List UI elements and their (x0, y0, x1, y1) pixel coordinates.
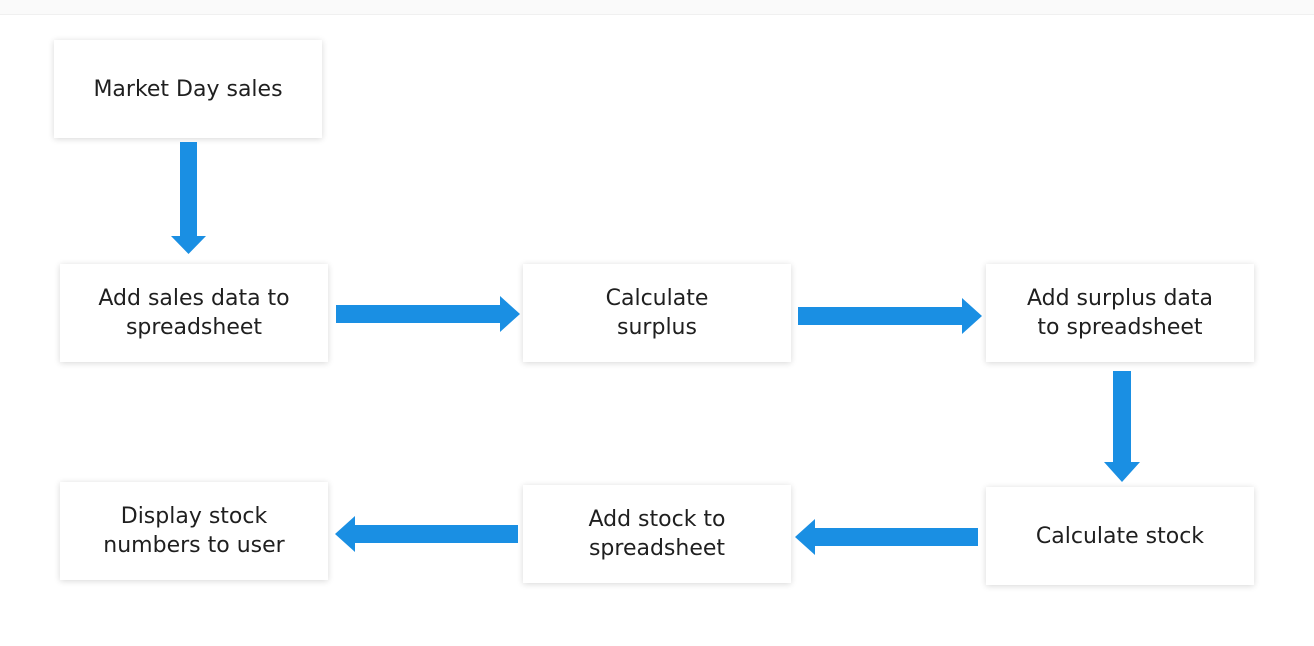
node-label: Add sales data to spreadsheet (98, 286, 290, 340)
node-calculate-stock: Calculate stock (986, 487, 1254, 585)
node-label: Calculate surplus (605, 286, 709, 340)
node-calculate-surplus: Calculate surplus (523, 264, 791, 362)
node-label: Calculate stock (1035, 523, 1205, 549)
node-display-stock: Display stock numbers to user (60, 482, 328, 580)
arrow-left-1 (795, 519, 978, 555)
node-label: Market Day sales (93, 76, 283, 102)
arrow-right-1 (336, 296, 520, 332)
node-label: Add stock to spreadsheet (588, 507, 726, 561)
top-bar (0, 0, 1314, 15)
node-add-stock: Add stock to spreadsheet (523, 485, 791, 583)
arrow-down-1 (171, 142, 206, 254)
arrow-left-2 (335, 516, 518, 552)
node-market-day-sales: Market Day sales (54, 40, 322, 138)
node-add-surplus-data: Add surplus data to spreadsheet (986, 264, 1254, 362)
node-label: Display stock numbers to user (103, 504, 285, 558)
arrow-right-2 (798, 298, 982, 334)
node-add-sales-data: Add sales data to spreadsheet (60, 264, 328, 362)
arrow-down-2 (1104, 371, 1140, 482)
node-label: Add surplus data to spreadsheet (1026, 286, 1214, 340)
